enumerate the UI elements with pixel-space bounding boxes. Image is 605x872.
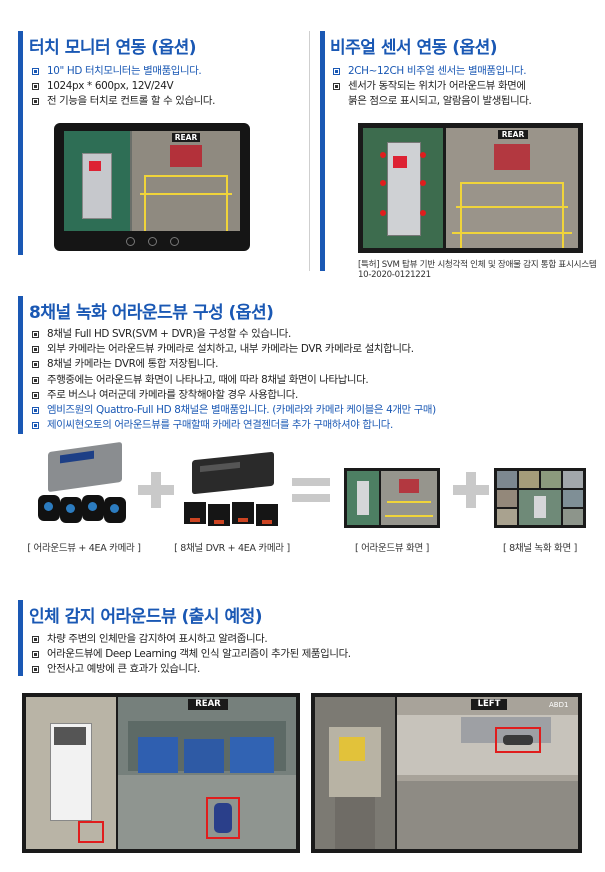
list-item: 차량 주변의 인체만을 감지하여 표시하고 알려줍니다. <box>31 632 351 647</box>
list-item: 엠비즈원의 Quattro-Full HD 8채널은 별매품입니다. (카메라와… <box>31 403 436 418</box>
eight-channel-screen-image <box>494 468 586 528</box>
section-accent-bar <box>18 296 23 434</box>
around-view-kit-image <box>38 441 130 533</box>
patent-number: 10-2020-0121221 <box>358 270 431 280</box>
left-detection-image: LEFT ABD1 <box>311 693 582 853</box>
list-item: 제이씨현오토의 어라운드뷰를 구매할때 카메라 연결젠더를 추가 구매하셔야 합… <box>31 418 436 433</box>
eight-section-title: 8채널 녹화 어라운드뷰 구성 (옵션) <box>29 303 274 323</box>
list-item: 1024px * 600px, 12V/24V <box>31 79 215 94</box>
list-item: 센서가 동작되는 위치가 어라운드뷰 화면에 <box>332 79 532 94</box>
list-item: 8채널 Full HD SVR(SVM + DVR)을 구성할 수 있습니다. <box>31 327 436 342</box>
patent-caption: [특허] SVM 탑뷰 기반 시청각적 인체 및 장애물 감지 통합 표시시스템 <box>358 260 597 270</box>
list-item: 주행중에는 어라운드뷰 화면이 나타나고, 때에 따라 8채널 화면이 나타납니… <box>31 373 436 388</box>
around-view-screen-image <box>344 468 440 528</box>
eight-feature-list: 8채널 Full HD SVR(SVM + DVR)을 구성할 수 있습니다. … <box>31 327 436 433</box>
list-item: 2CH~12CH 비주얼 센서는 별매품입니다. <box>332 64 532 79</box>
section-accent-bar <box>320 31 325 271</box>
list-item: 안전사고 예방에 큰 효과가 있습니다. <box>31 662 351 677</box>
touch-feature-list: 10" HD 터치모니터는 별매품입니다. 1024px * 600px, 12… <box>31 64 215 110</box>
list-item: 8채널 카메라는 DVR에 통합 저장됩니다. <box>31 357 436 372</box>
visual-section-title: 비주얼 센서 연동 (옵션) <box>330 38 498 58</box>
visual-feature-list: 2CH~12CH 비주얼 센서는 별매품입니다. 센서가 동작되는 위치가 어라… <box>332 64 532 110</box>
eight-channel-screen-label: [ 8채널 녹화 화면 ] <box>502 543 578 554</box>
list-item: 주로 버스나 여러군데 카메라를 장착해야할 경우 사용합니다. <box>31 388 436 403</box>
human-feature-list: 차량 주변의 인체만을 감지하여 표시하고 알려줍니다. 어라운드뷰에 Deep… <box>31 632 351 678</box>
back-icon <box>170 237 179 246</box>
touch-section-title: 터치 모니터 연동 (옵션) <box>29 38 197 58</box>
equals-icon <box>292 474 330 506</box>
list-item: 붉은 점으로 표시되고, 알람음이 발생됩니다. <box>348 95 532 108</box>
list-item: 10" HD 터치모니터는 별매품입니다. <box>31 64 215 79</box>
column-divider <box>309 31 310 271</box>
section-accent-bar <box>18 600 23 676</box>
touch-monitor-image: REAR <box>54 123 250 251</box>
dvr-kit-image <box>184 451 282 534</box>
plus-icon <box>138 472 174 508</box>
around-view-screen-label: [ 어라운드뷰 화면 ] <box>354 543 430 554</box>
list-item: 전 기능을 터치로 컨트롤 할 수 있습니다. <box>31 94 215 109</box>
power-icon <box>126 237 135 246</box>
camera-code: ABD1 <box>549 701 569 709</box>
list-item: 외부 카메라는 어라운드뷰 카메라로 설치하고, 내부 카메라는 DVR 카메라… <box>31 342 436 357</box>
rear-detection-image: REAR <box>22 693 300 853</box>
visual-sensor-image: REAR <box>358 123 583 253</box>
menu-icon <box>148 237 157 246</box>
list-item: 어라운드뷰에 Deep Learning 객체 인식 알고리즘이 추가된 제품입… <box>31 647 351 662</box>
human-section-title: 인체 감지 어라운드뷰 (출시 예정) <box>29 607 263 627</box>
plus-icon <box>453 472 489 508</box>
section-accent-bar <box>18 31 23 255</box>
dvr-kit-label: [ 8채널 DVR + 4EA 카메라 ] <box>174 543 290 554</box>
around-view-kit-label: [ 어라운드뷰 + 4EA 카메라 ] <box>27 543 141 554</box>
